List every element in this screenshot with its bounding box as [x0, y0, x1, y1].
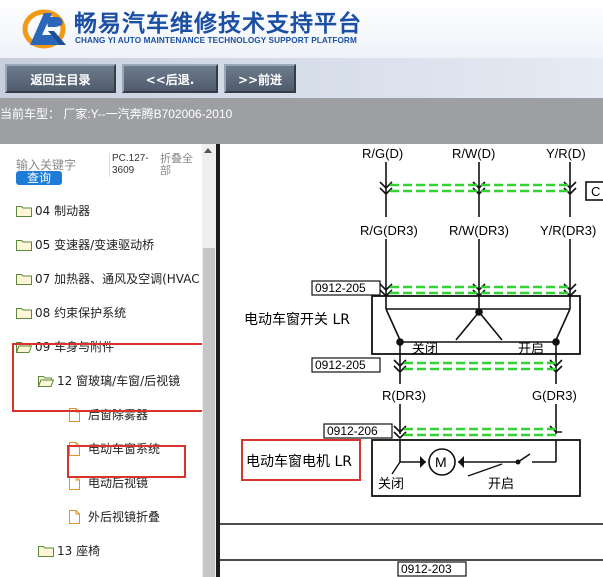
- scroll-thumb[interactable]: [203, 248, 215, 577]
- current-model-text: 当前车型： 厂家:Y--一汽奔腾B702006-2010: [0, 107, 233, 121]
- logo-icon: [22, 9, 66, 49]
- header: 畅易汽车维修技术支持平台 CHANG YI AUTO MAINTENANCE T…: [0, 0, 603, 58]
- wire-label-mid-1: R/G(DR3): [360, 223, 418, 238]
- wire-label-top-2: R/W(D): [452, 146, 495, 161]
- home-button[interactable]: 返回主目录: [5, 64, 116, 93]
- highlight-box-body: [12, 343, 216, 412]
- tree-item-label: 13 座椅: [57, 544, 101, 558]
- connector-tag-2: 0912-205: [315, 358, 366, 372]
- search-area: 输入关键字 查询 PC.127-3609 折叠全部: [0, 144, 202, 190]
- tree-item[interactable]: 05 变速器/变速驱动桥: [0, 234, 202, 256]
- sidebar: 输入关键字 查询 PC.127-3609 折叠全部 04 制动器 05 变速器/变…: [0, 144, 216, 577]
- content-frame-border: [216, 144, 220, 577]
- current-model-bar: 当前车型： 厂家:Y--一汽奔腾B702006-2010: [0, 98, 603, 144]
- connector-tag-3: 0912-206: [327, 424, 378, 438]
- tree-item[interactable]: 外后视镜折叠: [0, 506, 202, 528]
- tree-item-label: 07 加热器、通风及空调(HVAC: [35, 272, 200, 286]
- tree-item[interactable]: 12 窗玻璃/车窗/后视镜: [0, 370, 202, 392]
- tree-item[interactable]: 08 约束保护系统: [0, 302, 202, 324]
- tree-item[interactable]: 13 座椅: [0, 540, 202, 562]
- search-input[interactable]: 输入关键字: [16, 158, 77, 172]
- wire-label-mid-3: Y/R(DR3): [540, 223, 596, 238]
- doc-code: PC.127-3609: [109, 153, 157, 177]
- back-button[interactable]: <<后退.: [122, 64, 218, 93]
- brand-subtitle: CHANG YI AUTO MAINTENANCE TECHNOLOGY SUP…: [75, 36, 357, 45]
- wire-label-top-3: Y/R(D): [546, 146, 586, 161]
- scroll-up-icon[interactable]: [204, 148, 212, 153]
- wire-label-top-1: R/G(D): [362, 146, 403, 161]
- brand-title: 畅易汽车维修技术支持平台: [74, 11, 362, 37]
- tree-item-label: 电动后视镜: [88, 476, 149, 490]
- highlight-box-power-window: [67, 445, 186, 478]
- wiring-diagram: R/G(D) R/W(D) Y/R(D): [220, 144, 603, 577]
- motor-symbol: M: [435, 454, 447, 470]
- wire-label-low-2: G(DR3): [532, 388, 577, 403]
- tree-item-label: 08 约束保护系统: [35, 306, 127, 320]
- wire-label-mid-2: R/W(DR3): [449, 223, 509, 238]
- partial-label: C: [591, 184, 600, 199]
- tree-item-label: 12 窗玻璃/车窗/后视镜: [57, 374, 181, 388]
- sidebar-scrollbar[interactable]: [202, 144, 216, 577]
- tree-item-label: 05 变速器/变速驱动桥: [35, 238, 155, 252]
- connector-tag-1: 0912-205: [315, 281, 366, 295]
- switch-close-label: 关闭: [412, 342, 438, 357]
- query-button[interactable]: 查询: [16, 171, 62, 185]
- motor-open-label: 开启: [488, 477, 514, 492]
- tree-item-label: 04 制动器: [35, 204, 91, 218]
- wiring-diagram-svg: R/G(D) R/W(D) Y/R(D): [220, 146, 603, 577]
- nav-bar: 返回主目录 <<后退. >>前进: [0, 58, 603, 98]
- highlight-box-motor: [241, 439, 361, 481]
- motor-label: 电动车窗电机 LR: [246, 453, 352, 470]
- connector-tag-4: 0912-203: [401, 562, 452, 576]
- collapse-all-button[interactable]: 折叠全部: [160, 152, 193, 177]
- switch-label: 电动车窗开关 LR: [244, 311, 350, 328]
- wire-label-low-1: R(DR3): [382, 388, 426, 403]
- tree-item[interactable]: 04 制动器: [0, 200, 202, 222]
- motor-close-label: 关闭: [378, 477, 404, 492]
- tree-item[interactable]: 07 加热器、通风及空调(HVAC: [0, 268, 202, 290]
- forward-button[interactable]: >>前进: [224, 64, 296, 93]
- switch-open-label: 开启: [518, 342, 544, 357]
- tree-item-label: 外后视镜折叠: [88, 510, 161, 524]
